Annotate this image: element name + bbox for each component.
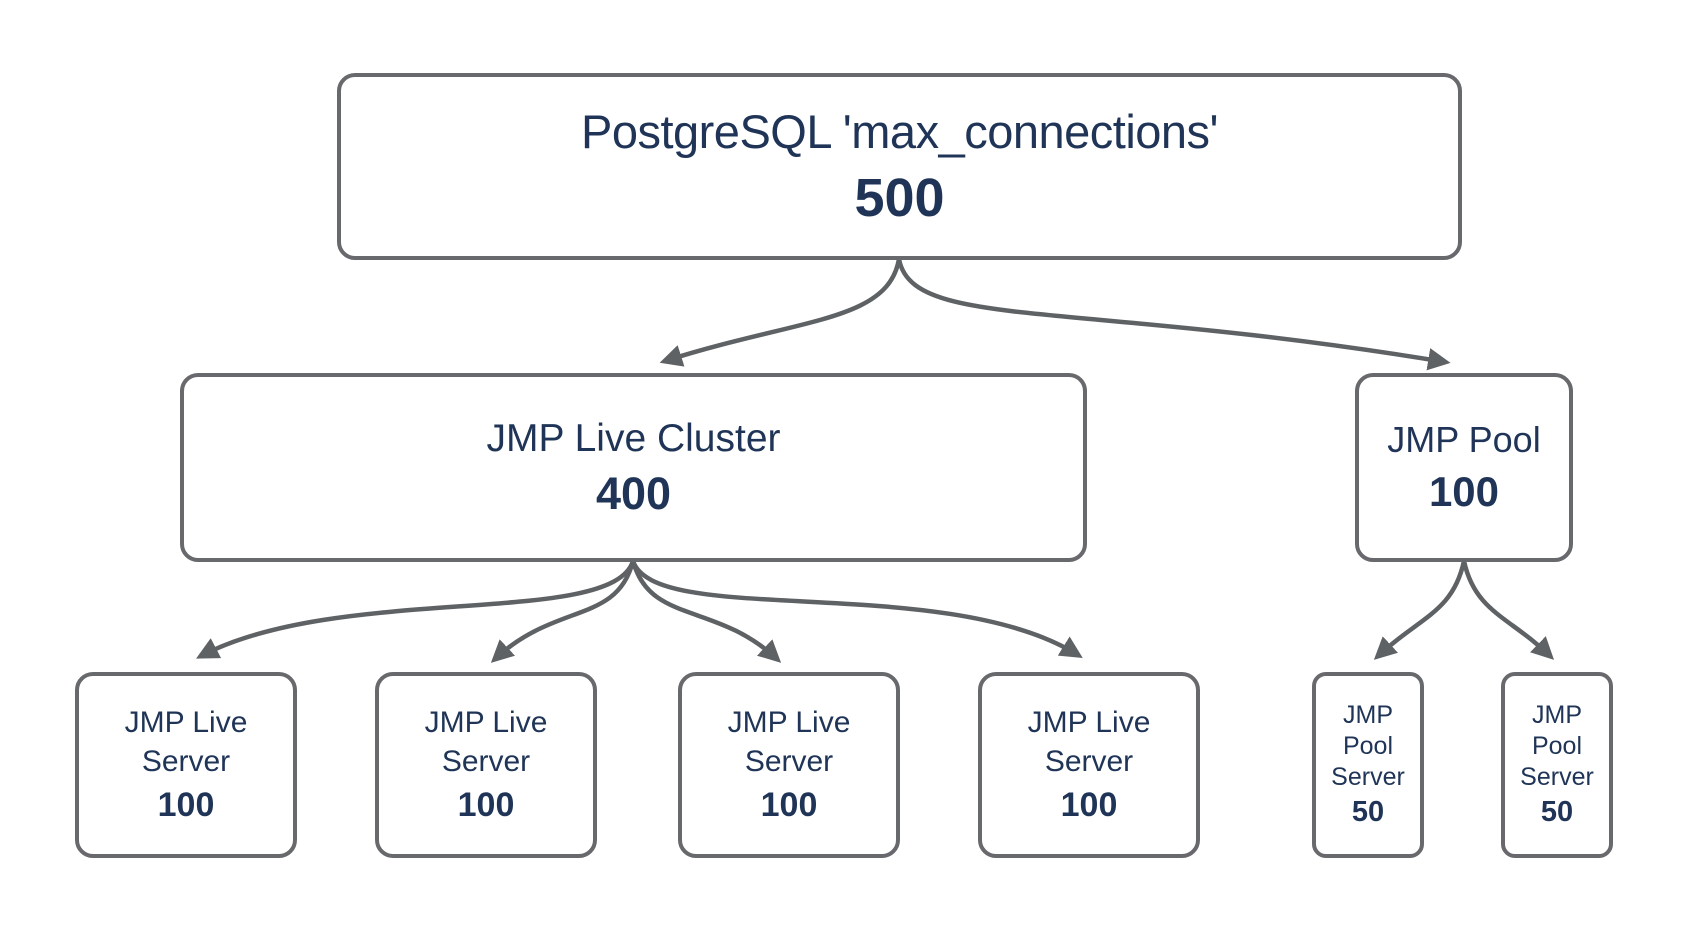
node-jmp-live-server-1: JMP Live Server 100 [75, 672, 297, 858]
node-label: JMP Pool [1387, 419, 1541, 461]
edge-cluster-to-server1 [196, 560, 636, 659]
edge-cluster-to-server2 [490, 560, 636, 663]
edge-pool-to-server2 [1461, 560, 1555, 660]
node-label: JMP Live Server [727, 706, 851, 778]
edge-pool-to-server1 [1373, 560, 1467, 660]
edge-cluster-to-server4 [630, 560, 1083, 658]
node-value: 400 [595, 468, 672, 520]
node-label: JMP Pool Server [1331, 700, 1405, 792]
node-label: JMP Live Server [1027, 706, 1151, 778]
node-label: JMP Live Cluster [486, 416, 781, 460]
node-jmp-pool: JMP Pool 100 [1355, 373, 1573, 562]
node-jmp-pool-server-2: JMP Pool Server 50 [1501, 672, 1613, 858]
node-postgresql-max-connections: PostgreSQL 'max_connections' 500 [337, 73, 1462, 260]
node-label: JMP Pool Server [1520, 700, 1594, 792]
node-value: 100 [1428, 468, 1500, 516]
node-value: 50 [1351, 796, 1385, 829]
node-jmp-live-server-3: JMP Live Server 100 [678, 672, 900, 858]
node-jmp-live-server-4: JMP Live Server 100 [978, 672, 1200, 858]
node-jmp-live-server-2: JMP Live Server 100 [375, 672, 597, 858]
node-label: PostgreSQL 'max_connections' [580, 105, 1219, 159]
node-value: 500 [854, 168, 945, 229]
edge-root-to-cluster [659, 258, 902, 367]
node-value: 100 [457, 785, 515, 824]
edge-root-to-pool [896, 258, 1451, 371]
node-jmp-pool-server-1: JMP Pool Server 50 [1312, 672, 1424, 858]
node-value: 100 [1060, 785, 1118, 824]
node-value: 100 [760, 785, 818, 824]
node-jmp-live-cluster: JMP Live Cluster 400 [180, 373, 1087, 562]
node-value: 50 [1540, 796, 1574, 829]
edge-cluster-to-server3 [630, 560, 782, 663]
node-label: JMP Live Server [124, 706, 248, 778]
node-value: 100 [157, 785, 215, 824]
node-label: JMP Live Server [424, 706, 548, 778]
